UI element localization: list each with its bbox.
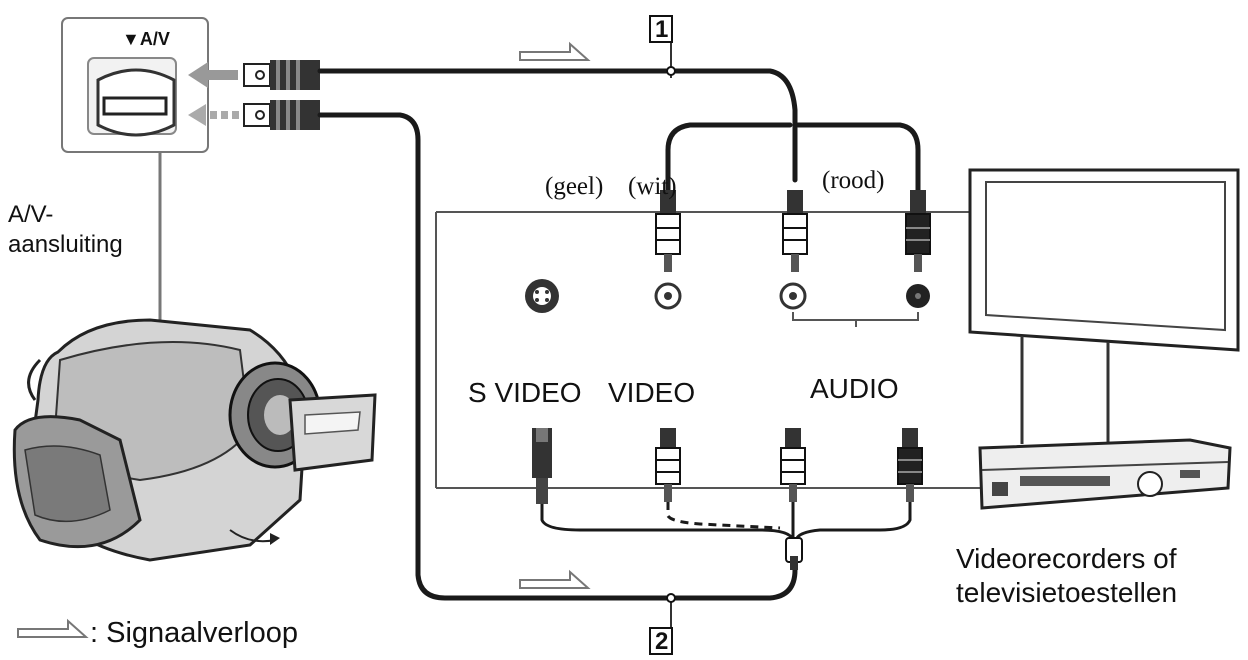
legend-signal-arrow-icon <box>17 618 89 638</box>
label-s-video: S VIDEO <box>468 377 582 408</box>
cable-1 <box>317 68 921 193</box>
cable-2-number-box: 2 <box>649 627 673 655</box>
label-av-jack-1: A/V- <box>8 201 53 228</box>
connector-panel <box>435 211 990 489</box>
audio-jack-white <box>779 282 807 310</box>
cable-1-number: 1 <box>655 16 668 43</box>
label-video: VIDEO <box>608 377 695 408</box>
cable-1-number-box: 1 <box>649 15 673 43</box>
av-port-inset: ▼A/V <box>61 17 209 153</box>
camcorder-icon <box>12 152 377 562</box>
label-av-jack-2: aansluiting <box>8 231 123 258</box>
audio-jack-red <box>906 284 930 308</box>
lower-rca-plug-audio-white <box>780 428 806 502</box>
cable-2 <box>317 112 798 601</box>
av-port-label: ▼A/V <box>122 29 170 49</box>
label-geel: (geel) <box>545 173 603 200</box>
signal-arrow-bottom <box>519 569 591 589</box>
video-jack <box>654 282 682 310</box>
lower-rca-plug-video <box>655 428 681 502</box>
s-video-jack <box>525 279 559 313</box>
tv-icon <box>968 168 1240 444</box>
label-device-1: Videorecorders of <box>956 543 1177 574</box>
input-arrow-dashed <box>188 104 239 126</box>
input-arrow-solid <box>188 62 238 88</box>
signal-arrow-top <box>519 41 591 61</box>
vcr-icon <box>978 438 1232 510</box>
label-wit: (wit) <box>628 173 677 200</box>
rca-plug-yellow <box>655 190 681 272</box>
label-device-2: televisietoestellen <box>956 577 1177 608</box>
legend-label: : Signaalverloop <box>90 617 298 649</box>
lower-cable-joints <box>540 502 912 541</box>
junction-connector <box>785 537 803 570</box>
label-rood: (rood) <box>822 167 884 194</box>
cable-2-number: 2 <box>655 628 668 655</box>
rca-plug-white <box>782 190 808 272</box>
lower-rca-plug-audio-red <box>897 428 923 502</box>
av-plug-1 <box>243 60 320 90</box>
label-audio: AUDIO <box>810 373 899 404</box>
legend: : Signaalverloop <box>17 617 298 649</box>
s-video-plug <box>532 428 552 504</box>
audio-bracket <box>792 312 919 327</box>
rca-plug-red <box>905 190 931 272</box>
av-plug-2 <box>243 100 320 130</box>
